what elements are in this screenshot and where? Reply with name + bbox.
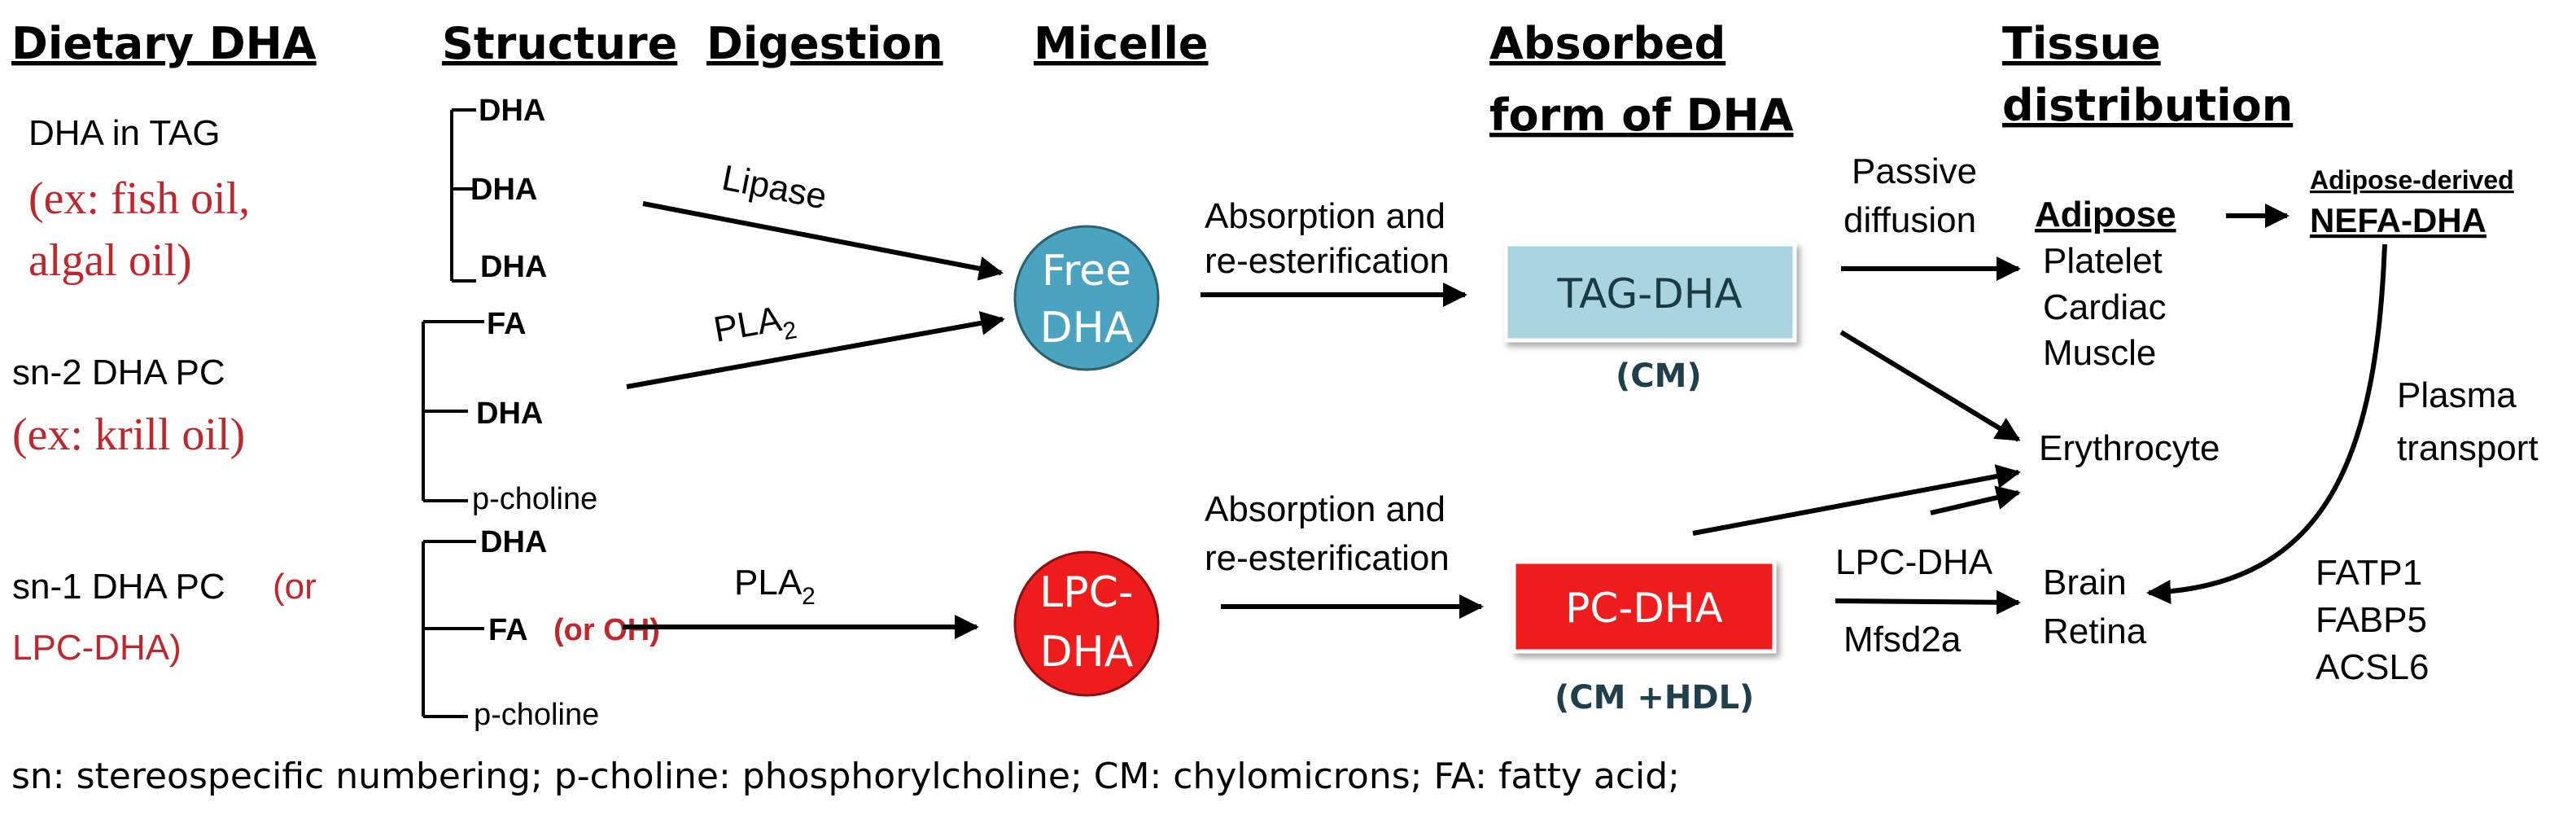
tissue-cardiac: Cardiac bbox=[2043, 287, 2167, 327]
tag-structure-backbone bbox=[450, 108, 476, 283]
header-absorbed-line1: Absorbed bbox=[1489, 18, 1725, 69]
plasma-line1: Plasma bbox=[2397, 375, 2517, 415]
sn1-structure-chain-1: DHA bbox=[480, 525, 547, 559]
header-micelle: Micelle bbox=[1034, 18, 1209, 69]
sn2-structure-chain-3: p-choline bbox=[472, 482, 597, 516]
lpc-dha-transport-label: LPC-DHA bbox=[1835, 542, 1993, 582]
pc-dha-box: PC-DHA bbox=[1511, 559, 1777, 654]
tissue-platelet: Platelet bbox=[2043, 241, 2163, 281]
source-tag-label: DHA in TAG bbox=[28, 113, 221, 153]
lipase-label: Lipase bbox=[719, 158, 830, 217]
free-dha-line2: DHA bbox=[1040, 304, 1134, 353]
tissue-adipose: Adipose bbox=[2035, 195, 2176, 234]
tag-structure-chain-1: DHA bbox=[479, 94, 545, 128]
sn1-structure-backbone bbox=[422, 540, 484, 718]
pc-dha-label: PC-DHA bbox=[1565, 585, 1722, 632]
transporter-acsl6: ACSL6 bbox=[2316, 647, 2429, 687]
pla2-top-text: PLA bbox=[711, 299, 785, 350]
tag-structure-chain-3: DHA bbox=[480, 250, 547, 284]
tag-dha-carrier: (CM) bbox=[1616, 357, 1702, 395]
lpc-dha-circle bbox=[1013, 550, 1160, 697]
source-sn2-label: sn-2 DHA PC bbox=[12, 353, 225, 392]
header-tissue-line1: Tissue bbox=[2002, 18, 2161, 69]
source-sn1-alt-line2: LPC-DHA) bbox=[12, 628, 182, 668]
lpc-to-brain-arrow bbox=[1835, 590, 2021, 615]
tag-dha-box: TAG-DHA bbox=[1503, 242, 1797, 343]
lipase-arrow bbox=[642, 201, 1004, 281]
source-tag-example-line1: (ex: fish oil, bbox=[28, 173, 250, 224]
header-dietary-dha: Dietary DHA bbox=[11, 18, 317, 69]
passive-line2: diffusion bbox=[1843, 200, 1976, 240]
sn2-structure-backbone bbox=[422, 320, 484, 502]
absorption-bottom-line1: Absorption and bbox=[1205, 489, 1445, 529]
header-digestion: Digestion bbox=[706, 18, 943, 69]
absorption-top-line2: re-esterification bbox=[1205, 241, 1450, 281]
sn1-structure-chain-3: p-choline bbox=[474, 698, 599, 732]
mfsd2a-label: Mfsd2a bbox=[1843, 620, 1962, 660]
lpc-dha-micelle: LPC- DHA bbox=[1013, 550, 1160, 697]
absorption-top-line1: Absorption and bbox=[1205, 196, 1445, 236]
tissue-retina: Retina bbox=[2043, 611, 2147, 651]
pc-dha-carrier: (CM +HDL) bbox=[1555, 679, 1754, 717]
lpc-dha-line1: LPC- bbox=[1039, 568, 1133, 617]
footnote: sn: stereospecific numbering; p-choline:… bbox=[11, 756, 1680, 797]
sn1-structure-chain-2: FA bbox=[488, 613, 528, 647]
transporter-fatp1: FATP1 bbox=[2316, 553, 2422, 593]
passive-line1: Passive bbox=[1852, 151, 1977, 191]
lpc-to-erythrocyte-arrow bbox=[1930, 485, 2021, 515]
free-dha-line1: Free bbox=[1042, 247, 1131, 296]
header-tissue-line2: distribution bbox=[2002, 80, 2293, 131]
tag-to-erythrocyte-arrow bbox=[1839, 330, 2021, 442]
transporter-fabp5: FABP5 bbox=[2316, 600, 2427, 640]
tag-dha-label: TAG-DHA bbox=[1556, 270, 1742, 318]
pc-to-erythrocyte-arrow bbox=[1692, 464, 2021, 536]
pla2-bottom-subscript: 2 bbox=[802, 583, 816, 610]
source-tag-example-line2: algal oil) bbox=[28, 235, 192, 286]
pla2-top-arrow bbox=[626, 311, 1005, 389]
source-sn1-label: sn-1 DHA PC bbox=[12, 567, 225, 607]
absorption-bottom-line2: re-esterification bbox=[1205, 538, 1450, 578]
pla2-bottom-label: PLA2 bbox=[734, 563, 816, 610]
pla2-top-subscript: 2 bbox=[781, 317, 798, 345]
source-sn2-example: (ex: krill oil) bbox=[12, 410, 245, 460]
tag-dha-rect bbox=[1503, 242, 1797, 343]
sn2-structure-chain-1: FA bbox=[487, 307, 527, 341]
pc-dha-rect bbox=[1511, 559, 1777, 654]
header-structure: Structure bbox=[442, 18, 677, 69]
tissue-erythrocyte: Erythrocyte bbox=[2039, 428, 2220, 468]
free-dha-circle bbox=[1013, 225, 1160, 371]
tag-structure-chain-2: DHA bbox=[470, 173, 537, 207]
source-sn1-alt-line1: (or bbox=[273, 567, 317, 607]
pla2-top-label: PLA2 bbox=[711, 296, 798, 357]
nefa-line2: NEFA-DHA bbox=[2310, 201, 2486, 239]
lpc-dha-line2: DHA bbox=[1040, 628, 1134, 677]
free-dha-micelle: Free DHA bbox=[1013, 225, 1160, 371]
pla2-bottom-text: PLA bbox=[734, 563, 803, 603]
sn2-structure-chain-2: DHA bbox=[476, 397, 543, 431]
tissue-brain: Brain bbox=[2043, 563, 2127, 603]
nefa-line1: Adipose-derived bbox=[2310, 165, 2514, 195]
plasma-line2: transport bbox=[2397, 428, 2539, 468]
plasma-transport-arrow bbox=[2146, 243, 2387, 604]
tissue-muscle: Muscle bbox=[2043, 333, 2156, 373]
sn1-structure-chain-2-alt: (or OH) bbox=[553, 613, 660, 647]
header-absorbed-line2: form of DHA bbox=[1489, 90, 1794, 141]
